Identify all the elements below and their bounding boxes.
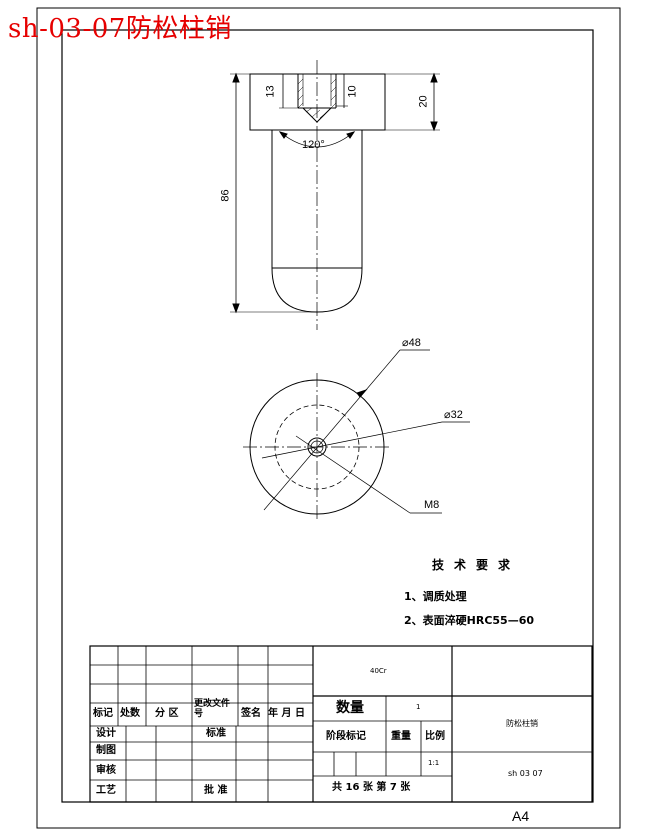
row-approve: 批 准: [204, 785, 228, 796]
scale-label: 比例: [425, 731, 445, 742]
dia48-label: ⌀48: [402, 337, 421, 349]
outer-frame: [36, 7, 621, 829]
dia32-label: ⌀32: [444, 409, 463, 421]
dim-13-label: 13: [264, 85, 277, 98]
quantity-value: 1: [416, 703, 421, 711]
tech-requirements-heading: 技术要求: [432, 558, 521, 572]
tech-requirement-item-1: 1、调质处理: [404, 590, 467, 603]
header-sign: 签名: [241, 708, 261, 719]
row-standard: 标准: [206, 728, 226, 739]
dim-86-label: 86: [219, 189, 232, 202]
scale-value: 1:1: [428, 759, 440, 767]
m8-label: M8: [424, 499, 440, 511]
row-design: 设计: [96, 728, 116, 739]
angle-label: 120°: [302, 139, 325, 151]
title-block-grid: [89, 645, 593, 803]
pin-front-view: [230, 60, 440, 330]
weight-label: 重量: [391, 731, 411, 742]
sheets-text: 共 16 张 第 7 张: [332, 782, 411, 793]
dim-10-label: 10: [346, 85, 359, 98]
header-mark: 标记: [93, 708, 113, 719]
header-count: 处数: [120, 708, 140, 719]
sheet-size-label: A4: [512, 808, 530, 824]
pin-top-view: [243, 349, 470, 521]
stage-label: 阶段标记: [326, 731, 366, 742]
row-draw: 制图: [96, 745, 116, 756]
drawing-number: sh 03 07: [508, 769, 543, 778]
header-doc-no: 更改文件号: [194, 699, 231, 719]
dim-20-label: 20: [417, 95, 430, 108]
header-date: 年 月 日: [268, 708, 305, 719]
material-label: 40Cr: [370, 667, 387, 675]
quantity-label: 数量: [336, 700, 364, 716]
part-name: 防松柱销: [506, 719, 538, 728]
header-zone: 分 区: [155, 708, 179, 719]
page-title: sh-03-07防松柱销: [8, 14, 232, 44]
tech-requirement-item-2: 2、表面淬硬HRC55—60: [404, 614, 535, 627]
row-process: 工艺: [96, 785, 116, 796]
row-check: 审核: [96, 765, 116, 776]
